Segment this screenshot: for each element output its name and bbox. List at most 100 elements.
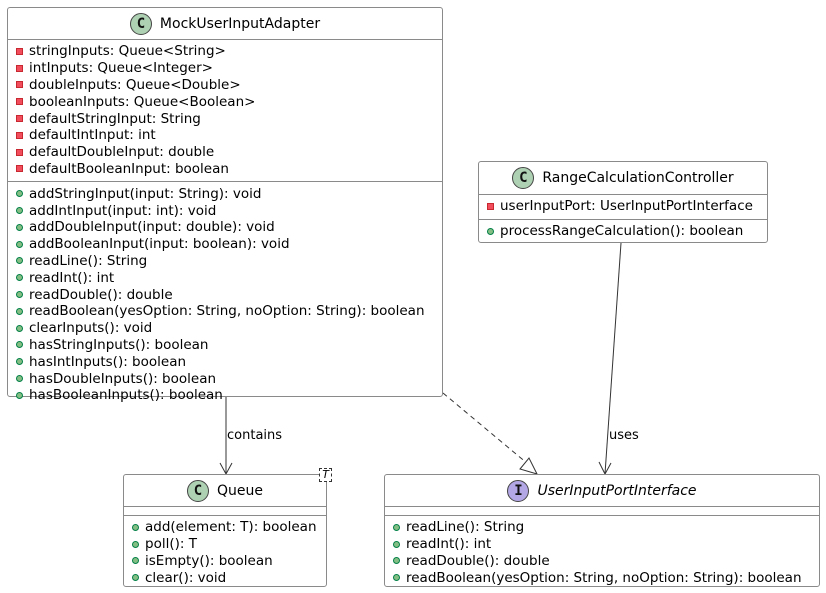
- public-visibility-icon: [16, 324, 23, 332]
- public-member: addStringInput(input: String): void: [8, 185, 442, 202]
- public-visibility-icon: [16, 190, 23, 198]
- public-member: add(element: T): boolean: [124, 519, 326, 536]
- private-member: userInputPort: UserInputPortInterface: [479, 198, 767, 215]
- private-member: defaultDoubleInput: double: [8, 144, 442, 161]
- public-member: addDoubleInput(input: double): void: [8, 219, 442, 236]
- class-header: C RangeCalculationController: [479, 162, 767, 195]
- private-visibility-icon: [487, 202, 494, 210]
- interface-stereotype-icon: I: [507, 479, 530, 502]
- member-text: booleanInputs: Queue<Boolean>: [29, 93, 256, 110]
- private-member: intInputs: Queue<Integer>: [8, 60, 442, 77]
- public-member: processRangeCalculation(): boolean: [479, 223, 767, 240]
- public-member: hasIntInputs(): boolean: [8, 353, 442, 370]
- class-stereotype-icon: C: [512, 167, 535, 189]
- member-text: readDouble(): double: [406, 552, 550, 569]
- public-visibility-icon: [16, 223, 23, 231]
- member-text: clear(): void: [145, 569, 227, 586]
- member-text: readInt(): int: [29, 269, 115, 286]
- public-visibility-icon: [16, 274, 23, 282]
- class-name: Queue: [217, 482, 263, 499]
- public-visibility-icon: [16, 375, 23, 383]
- public-member: isEmpty(): boolean: [124, 553, 326, 570]
- public-member: addBooleanInput(input: boolean): void: [8, 236, 442, 253]
- public-visibility-icon: [393, 557, 400, 565]
- member-text: clearInputs(): void: [29, 320, 153, 337]
- class-header: I UserInputPortInterface: [385, 475, 819, 507]
- methods-section: processRangeCalculation(): boolean: [479, 218, 767, 244]
- private-member: defaultIntInput: int: [8, 127, 442, 144]
- public-visibility-icon: [132, 523, 139, 531]
- public-member: readBoolean(yesOption: String, noOption:…: [385, 569, 819, 586]
- private-visibility-icon: [16, 131, 23, 139]
- class-mock-user-input-adapter[interactable]: C MockUserInputAdapter stringInputs: Que…: [7, 7, 443, 403]
- private-visibility-icon: [16, 165, 23, 173]
- private-visibility-icon: [16, 115, 23, 123]
- member-text: add(element: T): boolean: [145, 519, 317, 536]
- private-visibility-icon: [16, 98, 23, 106]
- private-visibility-icon: [16, 47, 23, 55]
- member-text: addIntInput(input: int): void: [29, 202, 217, 219]
- public-member: readBoolean(yesOption: String, noOption:…: [8, 303, 442, 320]
- member-text: readDouble(): double: [29, 286, 173, 303]
- member-text: isEmpty(): boolean: [145, 552, 273, 569]
- class-name: RangeCalculationController: [542, 170, 734, 186]
- public-member: readLine(): String: [385, 519, 819, 536]
- member-text: doubleInputs: Queue<Double>: [29, 76, 241, 93]
- member-text: addBooleanInput(input: boolean): void: [29, 236, 290, 253]
- private-member: defaultStringInput: String: [8, 110, 442, 127]
- member-text: stringInputs: Queue<String>: [29, 43, 226, 60]
- public-member: addIntInput(input: int): void: [8, 202, 442, 219]
- member-text: readBoolean(yesOption: String, noOption:…: [29, 303, 425, 320]
- private-member: booleanInputs: Queue<Boolean>: [8, 93, 442, 110]
- public-visibility-icon: [16, 240, 23, 248]
- public-visibility-icon: [16, 207, 23, 215]
- member-text: defaultBooleanInput: boolean: [29, 160, 229, 177]
- member-text: addStringInput(input: String): void: [29, 185, 262, 202]
- public-visibility-icon: [16, 358, 23, 366]
- public-member: poll(): T: [124, 536, 326, 553]
- interface-name: UserInputPortInterface: [537, 482, 697, 499]
- public-visibility-icon: [16, 341, 23, 349]
- fields-section: userInputPort: UserInputPortInterface: [479, 195, 767, 219]
- member-text: hasIntInputs(): boolean: [29, 353, 187, 370]
- private-member: stringInputs: Queue<String>: [8, 43, 442, 60]
- class-stereotype-icon: C: [187, 479, 209, 502]
- private-member: defaultBooleanInput: boolean: [8, 161, 442, 178]
- class-range-calculation-controller[interactable]: C RangeCalculationController userInputPo…: [478, 161, 768, 243]
- private-visibility-icon: [16, 64, 23, 72]
- member-text: poll(): T: [145, 536, 197, 553]
- interface-user-input-port[interactable]: I UserInputPortInterface readLine(): Str…: [384, 474, 820, 587]
- public-member: readLine(): String: [8, 253, 442, 270]
- public-visibility-icon: [393, 523, 400, 531]
- realization-arrowhead: [519, 457, 538, 475]
- type-parameter: T: [319, 468, 332, 482]
- member-text: defaultDoubleInput: double: [29, 144, 215, 161]
- public-visibility-icon: [16, 291, 23, 299]
- private-visibility-icon: [16, 148, 23, 156]
- public-member: readDouble(): double: [385, 553, 819, 570]
- member-text: intInputs: Queue<Integer>: [29, 60, 213, 77]
- class-header: C MockUserInputAdapter: [8, 8, 442, 40]
- class-stereotype-icon: C: [129, 12, 152, 35]
- public-member: clear(): void: [124, 569, 326, 586]
- public-member: hasStringInputs(): boolean: [8, 337, 442, 354]
- class-name: MockUserInputAdapter: [159, 15, 321, 32]
- public-visibility-icon: [132, 574, 139, 582]
- public-visibility-icon: [16, 391, 23, 399]
- member-text: defaultIntInput: int: [29, 127, 156, 144]
- member-text: processRangeCalculation(): boolean: [500, 223, 744, 240]
- private-member: doubleInputs: Queue<Double>: [8, 77, 442, 94]
- member-text: hasStringInputs(): boolean: [29, 336, 209, 353]
- public-member: readInt(): int: [385, 536, 819, 553]
- public-visibility-icon: [132, 540, 139, 548]
- fields-section: [385, 507, 819, 515]
- member-text: readBoolean(yesOption: String, noOption:…: [406, 569, 802, 586]
- class-header: C Queue: [124, 475, 326, 507]
- uses-label: uses: [609, 428, 639, 443]
- realization-edge: [442, 392, 529, 465]
- public-member: readDouble(): double: [8, 286, 442, 303]
